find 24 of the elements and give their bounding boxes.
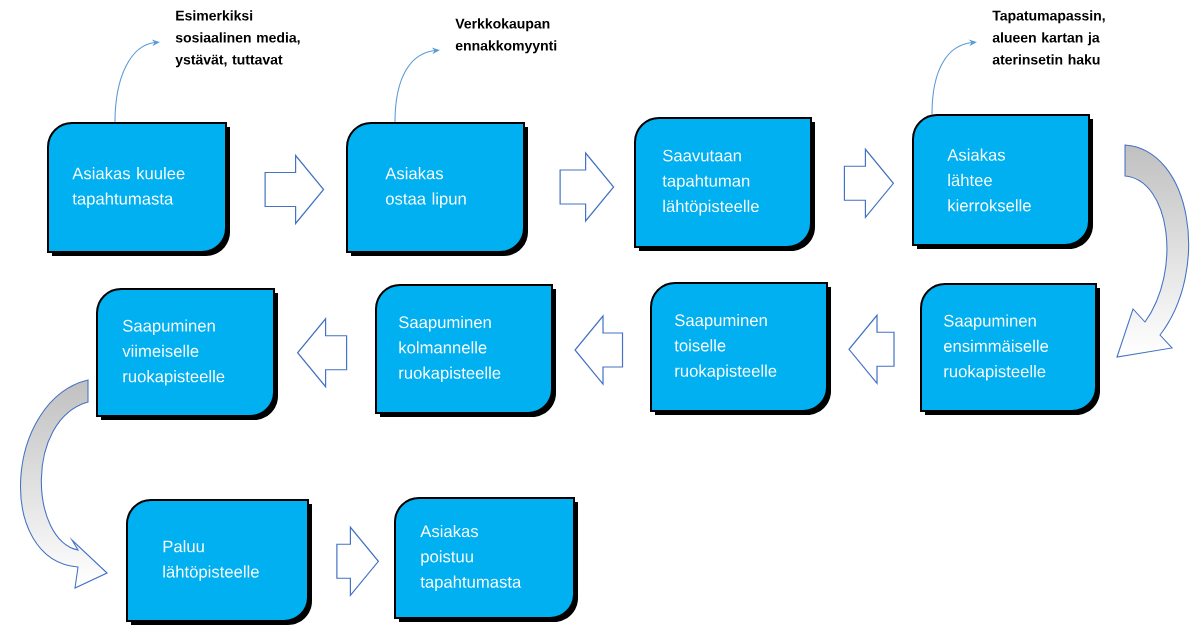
process-box: Asiakas lähtee kierrokselle [912,114,1093,249]
process-box: Asiakas kuulee tapahtumasta [47,122,230,256]
process-box: Saapuminen viimeiselle ruokapisteelle [96,288,278,420]
process-box: Asiakas ostaa lipun [346,122,528,256]
leader-arrow [394,47,440,123]
leader-arrow [114,39,160,123]
block-arrow [848,313,895,385]
note-text: Verkkokaupan ennakkomyynti [455,18,557,54]
curved-arrow [1116,144,1189,358]
block-arrow [296,317,348,389]
note-text: Esimerkiksi sosiaalinen media, ystävät, tuttavat [175,10,300,68]
leader-arrow [931,39,977,115]
block-arrow [336,525,380,597]
note-text: Tapatumapassin, alueen kartan ja aterinsetin haku [992,10,1105,65]
process-box: Asiakas poistuu tapahtumasta [394,497,578,622]
process-box: Paluu lähtöpisteelle [126,499,312,625]
block-arrow [574,314,624,386]
block-arrow [843,147,895,219]
process-box: Saavutaan tapahtuman lähtöpisteelle [634,117,815,251]
process-box: Saapuminen toiselle ruokapisteelle [650,282,831,415]
block-arrow [264,153,325,226]
block-arrow [559,151,615,223]
process-box: Saapuminen kolmannelle ruokapisteelle [375,284,556,417]
process-box: Saapuminen ensimmäiselle ruokapisteelle [920,283,1100,415]
